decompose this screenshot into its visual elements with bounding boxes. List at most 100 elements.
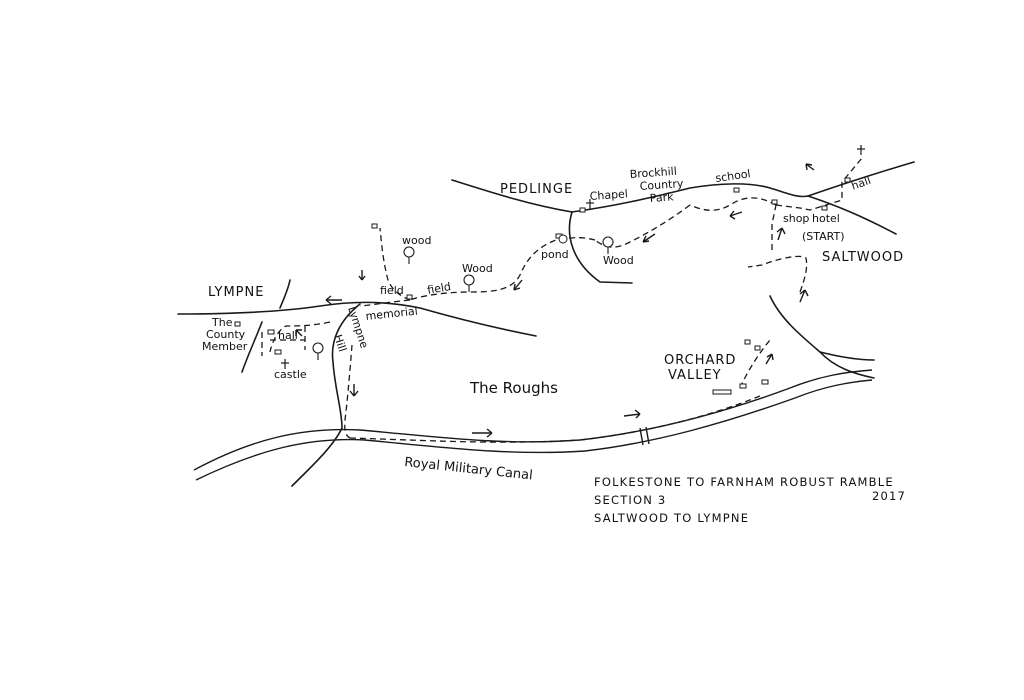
label-orchard: ORCHARD xyxy=(664,353,736,368)
label-county-3: Member xyxy=(202,340,248,353)
route-pond xyxy=(409,237,596,301)
building-lympne-hall xyxy=(267,329,275,335)
route-canal-walk xyxy=(349,395,761,443)
label-hotel: hotel xyxy=(812,212,840,225)
arrow-icon-orchard xyxy=(765,353,774,365)
tree-icon-pond xyxy=(558,234,568,244)
road-lympne-main xyxy=(177,301,537,337)
title-line-3: SALTWOOD TO LYMPNE xyxy=(594,511,749,525)
road-orchard-valley-2 xyxy=(819,351,875,379)
arrow-icon-hill xyxy=(349,384,359,397)
title-line-1: FOLKESTONE TO FARNHAM ROBUST RAMBLE xyxy=(594,475,894,489)
building-orchard-2 xyxy=(754,345,761,351)
arrow-icon-brockhill xyxy=(642,233,656,243)
label-valley: VALLEY xyxy=(668,368,722,383)
building-hotel xyxy=(821,205,828,211)
building-hall-right xyxy=(844,177,851,183)
tree-icon-wood-3 xyxy=(602,236,614,254)
arrow-icon-wood xyxy=(358,270,366,281)
label-school: school xyxy=(715,167,752,185)
label-county-2: County xyxy=(206,328,246,341)
arrow-icon-hall-lympne xyxy=(295,329,303,337)
label-county-1: The xyxy=(211,316,233,329)
route-brockhill xyxy=(594,204,691,248)
building-castle xyxy=(274,349,282,355)
title-line-2: SECTION 3 xyxy=(594,493,666,507)
route-saltwood-start xyxy=(747,255,808,293)
route-wood xyxy=(379,227,411,301)
arrow-icon-saltwood-hall xyxy=(805,163,815,171)
label-chapel: Chapel xyxy=(589,187,628,203)
road-saltwood-south xyxy=(807,195,897,235)
label-wood-3: Wood xyxy=(603,254,634,267)
road-pedlinge-south xyxy=(568,211,633,284)
arrow-icon-school xyxy=(729,210,743,220)
walking-route xyxy=(261,157,863,443)
canal-bridge-2 xyxy=(645,426,650,445)
arrow-icon-lympne xyxy=(325,295,342,305)
label-field-2: field xyxy=(426,280,452,297)
label-brockhill-3: Park xyxy=(649,190,674,205)
label-the-roughs: The Roughs xyxy=(469,379,558,397)
building-chapel xyxy=(579,207,586,213)
roads xyxy=(177,161,915,487)
label-hall-right: hall xyxy=(850,174,873,193)
direction-arrows xyxy=(295,163,815,438)
cross-icon-castle xyxy=(281,359,289,369)
route-orchard xyxy=(739,339,771,389)
tree-icon-wood-1 xyxy=(403,246,415,264)
route-hotel-up xyxy=(771,204,777,250)
building-school xyxy=(733,187,740,193)
title-year: 2017 xyxy=(872,489,906,503)
label-lympne-hill-2: Hill xyxy=(331,333,349,354)
label-lympne: LYMPNE xyxy=(208,285,264,300)
cross-icon-chapel xyxy=(586,199,594,209)
buildings xyxy=(234,177,851,395)
label-castle: castle xyxy=(274,368,307,381)
building-shop xyxy=(771,199,778,205)
label-shop: shop xyxy=(783,212,809,225)
building-wood xyxy=(371,223,378,229)
building-orchard-4 xyxy=(739,383,747,389)
label-field-1: field xyxy=(380,284,404,297)
arrow-icon-canal-1 xyxy=(472,428,493,438)
arrow-icon-saltwood xyxy=(799,289,809,303)
route-lympne-village xyxy=(269,321,331,353)
canal-bank-south xyxy=(195,379,873,481)
road-lympne-north xyxy=(279,279,291,309)
road-lympne-hill xyxy=(291,303,361,487)
tree-symbols xyxy=(281,145,865,369)
route-school xyxy=(689,197,777,211)
label-wood-2: Wood xyxy=(462,262,493,275)
building-orchard-3 xyxy=(712,389,732,395)
tree-icon-wood-2 xyxy=(463,274,475,292)
title-block: FOLKESTONE TO FARNHAM ROBUST RAMBLE 2017… xyxy=(594,475,906,525)
label-brockhill-1: Brockhill xyxy=(629,165,677,181)
arrow-icon-pond xyxy=(513,279,523,291)
route-saltwood-hall xyxy=(775,157,863,211)
label-wood-1: wood xyxy=(402,234,431,247)
label-memorial: memorial xyxy=(365,305,418,323)
label-start: (START) xyxy=(802,230,845,243)
road-saltwood-east xyxy=(807,161,915,197)
cross-icon-saltwood xyxy=(857,145,865,155)
building-field xyxy=(406,294,413,300)
route-hall-loop xyxy=(261,326,306,356)
label-brockhill-2: Country xyxy=(639,177,684,193)
building-county-member xyxy=(234,321,241,327)
label-pedlinge: PEDLINGE xyxy=(500,182,573,197)
label-pond: pond xyxy=(541,248,569,261)
feature-labels: Chapel school hall shop hotel (START) wo… xyxy=(202,167,873,381)
tree-icon-castle xyxy=(312,342,324,360)
route-hill-down xyxy=(344,344,353,439)
label-saltwood: SALTWOOD xyxy=(822,250,904,265)
building-orchard-1 xyxy=(744,339,751,345)
route-memorial xyxy=(359,299,411,307)
arrow-icon-canal-2 xyxy=(623,409,641,419)
arrow-icon-hotel xyxy=(776,227,786,241)
label-hall-left: hall xyxy=(278,329,298,342)
road-orchard-valley xyxy=(769,295,875,361)
label-royal-military-canal: Royal Military Canal xyxy=(404,455,534,483)
road-lympne-west xyxy=(241,321,263,373)
